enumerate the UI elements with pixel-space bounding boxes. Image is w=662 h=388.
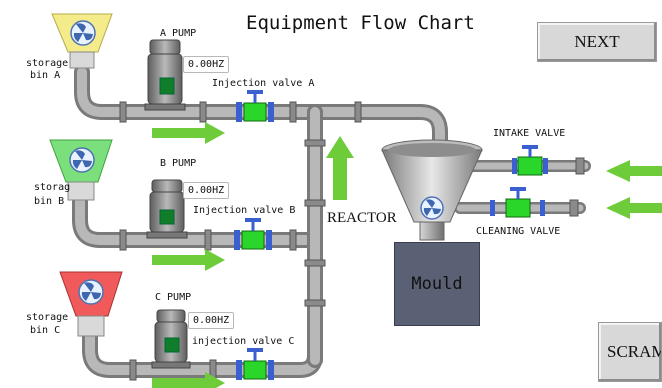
storage-bin-b-label-line1: storag (34, 182, 71, 193)
storage-bin-b-label-line2: bin B (34, 196, 65, 207)
pump-a-graphic (144, 39, 186, 111)
valve-injection-b-graphic (234, 218, 272, 250)
valve-injection-c-graphic (236, 348, 274, 380)
injection-valve-c-label: injection valve C (192, 336, 295, 347)
mould-block: Mould (394, 242, 480, 326)
valve-intake-graphic (512, 145, 548, 176)
arrow-intake-in (606, 160, 662, 182)
arrow-a (152, 122, 225, 144)
pump-c[interactable] (152, 310, 190, 368)
pump-b-label: B PUMP (160, 158, 197, 169)
pump-b-graphic (146, 179, 188, 239)
storage-bin-a-label-line2: bin A (30, 70, 61, 81)
intake-valve-label: INTAKE VALVE (493, 128, 566, 139)
cleaning-valve[interactable] (500, 185, 536, 217)
pump-c-graphic (151, 309, 191, 369)
injection-valve-c[interactable] (236, 346, 274, 380)
pump-a[interactable] (145, 40, 185, 110)
injection-valve-a-label: Injection valve A (212, 78, 315, 89)
pump-c-frequency: 0.00HZ (188, 312, 235, 329)
storage-bin-c-graphic (59, 271, 123, 337)
pump-b-frequency: 0.00HZ (183, 182, 230, 199)
arrow-cleaning-in (606, 197, 662, 219)
flow-arrows (152, 122, 662, 388)
pump-a-frequency: 0.00HZ (183, 56, 230, 73)
storage-bin-c-label-line1: storage (26, 312, 69, 323)
arrow-reactor-up (326, 136, 354, 200)
scram-button[interactable]: SCRAM (598, 322, 662, 382)
storage-bin-b-graphic (49, 139, 113, 201)
pump-c-label: C PUMP (155, 292, 192, 303)
intake-valve[interactable] (512, 143, 548, 175)
pump-a-label: A PUMP (160, 28, 197, 39)
cleaning-valve-label: CLEANING VALVE (476, 226, 561, 237)
next-button[interactable]: NEXT (537, 22, 657, 62)
storage-bin-a-graphic (51, 13, 113, 69)
pipe-network (72, 64, 591, 378)
reactor-label: REACTOR (327, 210, 397, 226)
storage-bin-c-label-line2: bin C (30, 325, 61, 336)
pump-b[interactable] (147, 180, 187, 238)
valve-injection-a-graphic (236, 90, 274, 122)
injection-valve-b[interactable] (234, 216, 272, 250)
storage-bin-a-label-line1: storage (26, 58, 69, 69)
arrow-b (152, 249, 225, 271)
injection-valve-a[interactable] (236, 88, 274, 122)
arrow-c (152, 372, 225, 388)
page-title: Equipment Flow Chart (246, 12, 475, 34)
valve-cleaning-graphic (490, 187, 545, 218)
reactor-hopper-graphic (381, 139, 483, 241)
injection-valve-b-label: Injection valve B (193, 205, 296, 216)
